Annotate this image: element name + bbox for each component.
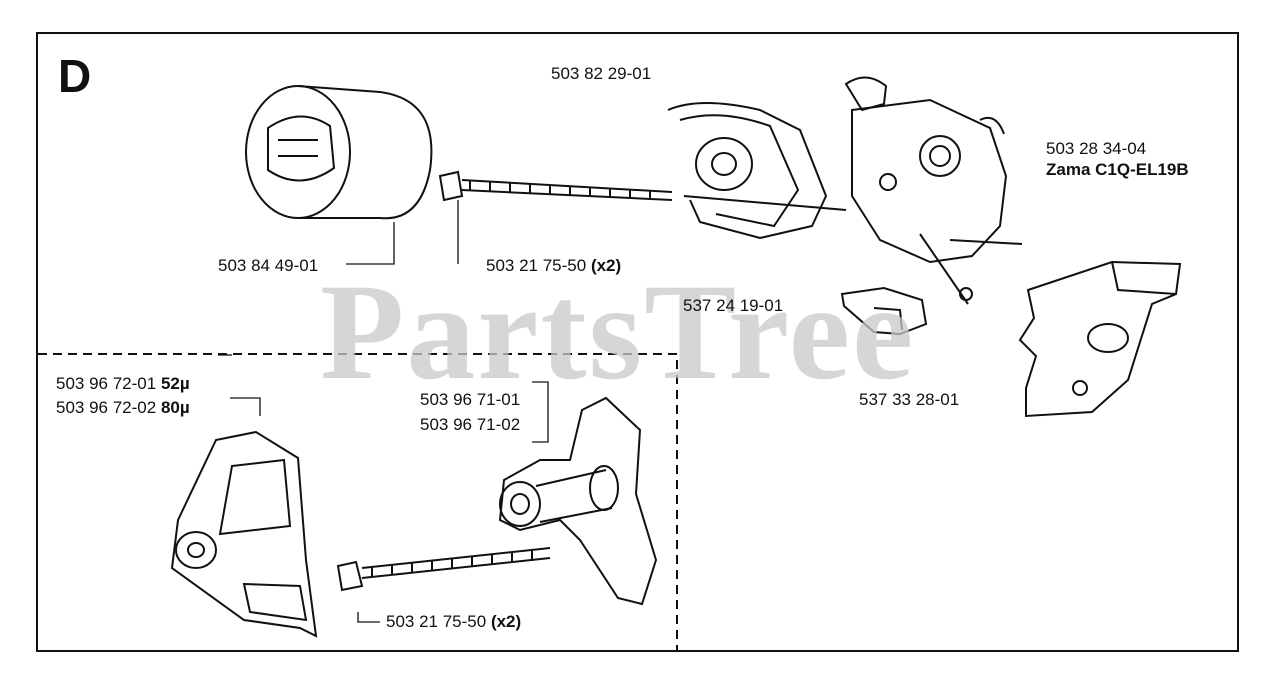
inset-dashed-border <box>38 353 678 652</box>
top-bolt-illustration <box>438 170 673 202</box>
gasket-illustration <box>1018 260 1182 418</box>
label-plate-2: 503 96 72-02 80µ <box>56 398 190 418</box>
label-bolt-bottom-qty: (x2) <box>490 612 522 631</box>
label-carburetor-part-number: 503 28 34-04 <box>1046 139 1147 158</box>
section-letter: D <box>58 50 92 102</box>
label-plate-1-size: 52µ <box>160 374 190 393</box>
label-spacer-block: 503 84 49-01 <box>218 256 319 275</box>
label-carburetor-model: Zama C1Q-EL19B <box>1046 160 1189 179</box>
watermark: PartsTree <box>320 255 916 408</box>
label-plate-2-number: 503 96 72-02 <box>56 398 157 417</box>
spacer-block-illustration <box>245 85 433 220</box>
intake-adapter-illustration <box>498 396 658 606</box>
label-adapter-1: 503 96 71-01 <box>420 390 521 409</box>
label-adapter-2: 503 96 71-02 <box>420 415 521 434</box>
label-small-part: 537 24 19-01 <box>683 296 784 315</box>
label-bolt-bottom: 503 21 75-50 (x2) <box>386 612 521 632</box>
label-plate-2-size: 80µ <box>160 398 190 417</box>
label-bolt-bottom-number: 503 21 75-50 <box>386 612 487 631</box>
label-bolt-top: 503 21 75-50 (x2) <box>486 256 621 276</box>
small-part-illustration <box>840 286 928 336</box>
label-bolt-top-qty: (x2) <box>590 256 622 275</box>
leader-lines <box>218 200 549 623</box>
bottom-bolt-illustration <box>336 547 551 592</box>
air-adapter-illustration <box>667 102 847 240</box>
plate-illustration <box>170 430 318 638</box>
label-plate-1-number: 503 96 72-01 <box>56 374 157 393</box>
carburetor-illustration <box>844 76 1023 305</box>
label-air-adapter: 503 82 29-01 <box>551 64 652 83</box>
label-bolt-top-number: 503 21 75-50 <box>486 256 587 275</box>
label-plate-1: 503 96 72-01 52µ <box>56 374 190 394</box>
label-gasket: 537 33 28-01 <box>859 390 960 409</box>
diagram-frame <box>36 32 1239 652</box>
